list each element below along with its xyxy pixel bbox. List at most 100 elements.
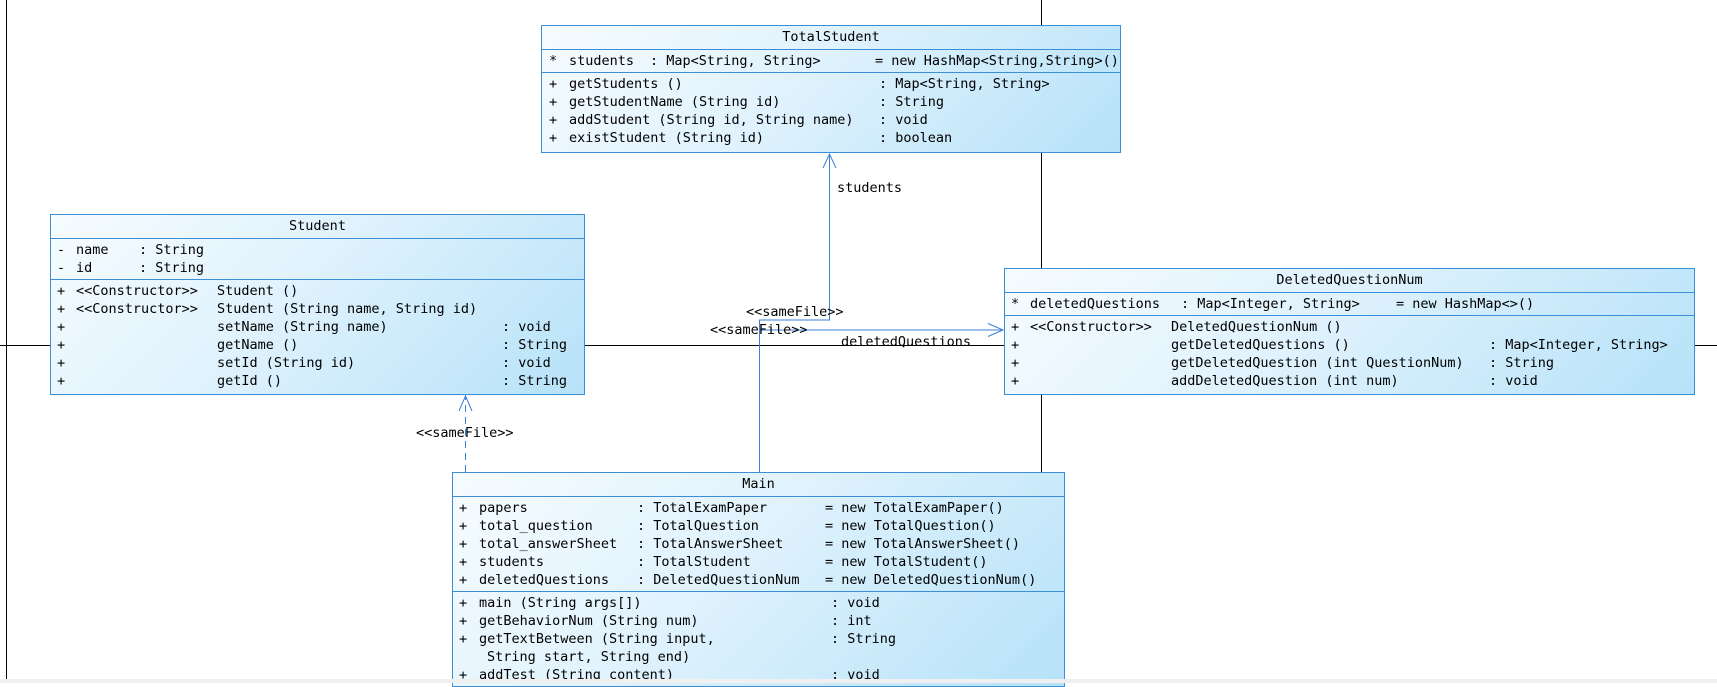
operation-signature: String start, String end) (487, 649, 691, 665)
operation-row: + addDeletedQuestion (int num) : void (1005, 372, 1694, 390)
connector-same-file-student[interactable] (458, 394, 473, 472)
operation-return-type: : void (1489, 373, 1538, 389)
operation-row-continuation: String start, String end) (453, 648, 1064, 666)
visibility-marker: + (459, 500, 468, 516)
attribute-row: +deletedQuestions: DeletedQuestionNum= n… (453, 571, 1064, 589)
operation-return-type: : boolean (879, 130, 953, 146)
operation-stereotype: <<Constructor>> (1030, 319, 1152, 335)
operation-row: + existStudent (String id) : boolean (542, 129, 1120, 147)
operation-signature: getBehaviorNum (String num) (479, 613, 699, 629)
attribute-type: : Map<Integer, String> (1181, 296, 1360, 312)
visibility-marker: * (1011, 296, 1020, 312)
operation-signature: DeletedQuestionNum () (1171, 319, 1342, 335)
connector-deleted-questions-path[interactable] (759, 329, 1004, 472)
connector-deleted-questions[interactable] (759, 323, 1005, 473)
operation-return-type: : Map<Integer, String> (1489, 337, 1668, 353)
operation-return-type: : void (879, 112, 928, 128)
label-deleted-questions-role: deletedQuestions (841, 334, 972, 350)
visibility-marker: + (1011, 337, 1020, 353)
visibility-marker: + (549, 130, 558, 146)
attribute-row: -id: String (51, 259, 584, 277)
attribute-row: + total_question : TotalQuestion = new Tota… (453, 517, 1064, 535)
attribute-initializer: = new HashMap<>() (1396, 296, 1535, 312)
attribute-initializer: = new TotalStudent() (825, 554, 988, 570)
visibility-marker: + (459, 518, 468, 534)
operation-signature: setName (String name) (217, 319, 388, 335)
attribute-type: : TotalQuestion (637, 518, 759, 534)
connector-deleted-questions-arrowhead (987, 323, 1005, 337)
attribute-initializer: = new TotalAnswerSheet() (825, 536, 1021, 552)
visibility-marker: + (1011, 373, 1020, 389)
operation-signature: main (String args[]) (479, 595, 642, 611)
operation-row: +setName (String name): void (51, 318, 584, 336)
class-student-title: Student (51, 215, 584, 239)
label-same-file-middle: <<sameFile>> (710, 322, 808, 338)
operation-row: +getDeletedQuestions (): Map<Integer, St… (1005, 336, 1694, 354)
operation-row: +<<Constructor>>Student (String name, St… (51, 300, 584, 318)
attribute-name: students (569, 53, 635, 69)
attribute-name: students (479, 554, 545, 570)
operation-signature: addDeletedQuestion (int num) (1171, 373, 1399, 389)
attribute-name: deletedQuestions (1030, 296, 1161, 312)
attribute-name: total_question (479, 518, 593, 534)
operation-signature: getStudents () (569, 76, 683, 92)
attribute-type: : String (139, 260, 205, 276)
attribute-type: : DeletedQuestionNum (637, 572, 800, 588)
class-main[interactable]: Main +papers: TotalExamPaper= new TotalE… (452, 472, 1065, 687)
class-student[interactable]: Student -name: String -id: String +<<Con… (50, 214, 585, 395)
visibility-marker: + (459, 554, 468, 570)
operation-row: +getName (): String (51, 336, 584, 354)
attribute-initializer: = new HashMap<String,String>() (875, 53, 1119, 69)
visibility-marker: + (57, 337, 66, 353)
visibility-marker: + (459, 536, 468, 552)
operation-return-type: : int (831, 613, 872, 629)
class-total-student-title: TotalStudent (542, 26, 1120, 50)
operation-return-type: : String (831, 631, 897, 647)
operation-row: +getTextBetween (String input,: String (453, 630, 1064, 648)
operation-stereotype: <<Constructor>> (76, 301, 198, 317)
attribute-name: deletedQuestions (479, 572, 610, 588)
label-students-role: students (837, 180, 903, 196)
class-total-student-attributes: * students : Map<String, String> = new H… (542, 50, 1120, 73)
class-main-attributes: +papers: TotalExamPaper= new TotalExamPa… (453, 497, 1064, 592)
operation-signature: setId (String id) (217, 355, 356, 371)
visibility-marker: + (459, 613, 468, 629)
visibility-marker: + (459, 667, 468, 683)
operation-signature: existStudent (String id) (569, 130, 765, 146)
class-total-student-operations: +getStudents (): Map<String, String> +ge… (542, 73, 1120, 149)
operation-row: +setId (String id): void (51, 354, 584, 372)
attribute-name: name (76, 242, 109, 258)
class-student-attributes: -name: String -id: String (51, 239, 584, 280)
attribute-type: : Map<String, String> (650, 53, 821, 69)
operation-return-type: : String (1489, 355, 1555, 371)
attribute-name: total_answerSheet (479, 536, 618, 552)
attribute-initializer: = new TotalQuestion() (825, 518, 996, 534)
operation-row: + getBehaviorNum (String num) : int (453, 612, 1064, 630)
connector-same-file-student-arrowhead (458, 394, 473, 412)
attribute-row: +students: TotalStudent= new TotalStuden… (453, 553, 1064, 571)
operation-signature: addStudent (String id, String name) (569, 112, 854, 128)
operation-row: +main (String args[]): void (453, 594, 1064, 612)
class-deleted-question-num-operations: +<<Constructor>>DeletedQuestionNum () +g… (1005, 316, 1694, 392)
attribute-name: papers (479, 500, 528, 516)
class-deleted-question-num[interactable]: DeletedQuestionNum *deletedQuestions: Ma… (1004, 268, 1695, 395)
operation-row: +addStudent (String id, String name): vo… (542, 111, 1120, 129)
class-total-student[interactable]: TotalStudent * students : Map<String, St… (541, 25, 1121, 153)
class-main-title: Main (453, 473, 1064, 497)
operation-row: +getId (): String (51, 372, 584, 390)
visibility-marker: + (57, 283, 66, 299)
visibility-marker: + (57, 355, 66, 371)
operation-signature: getStudentName (String id) (569, 94, 781, 110)
attribute-name: id (76, 260, 93, 276)
operation-return-type: : String (502, 337, 568, 353)
operation-signature: getDeletedQuestion (int QuestionNum) (1171, 355, 1464, 371)
attribute-row: + total_answerSheet : TotalAnswerSheet = ne… (453, 535, 1064, 553)
attribute-type: : TotalAnswerSheet (637, 536, 784, 552)
visibility-marker: + (57, 319, 66, 335)
operation-signature: getId () (217, 373, 283, 389)
operation-return-type: : String (502, 373, 568, 389)
visibility-marker: + (1011, 319, 1020, 335)
attribute-row: +papers: TotalExamPaper= new TotalExamPa… (453, 499, 1064, 517)
attribute-row: * students : Map<String, String> = new H… (542, 52, 1120, 70)
window-bottom-edge (0, 679, 1717, 683)
